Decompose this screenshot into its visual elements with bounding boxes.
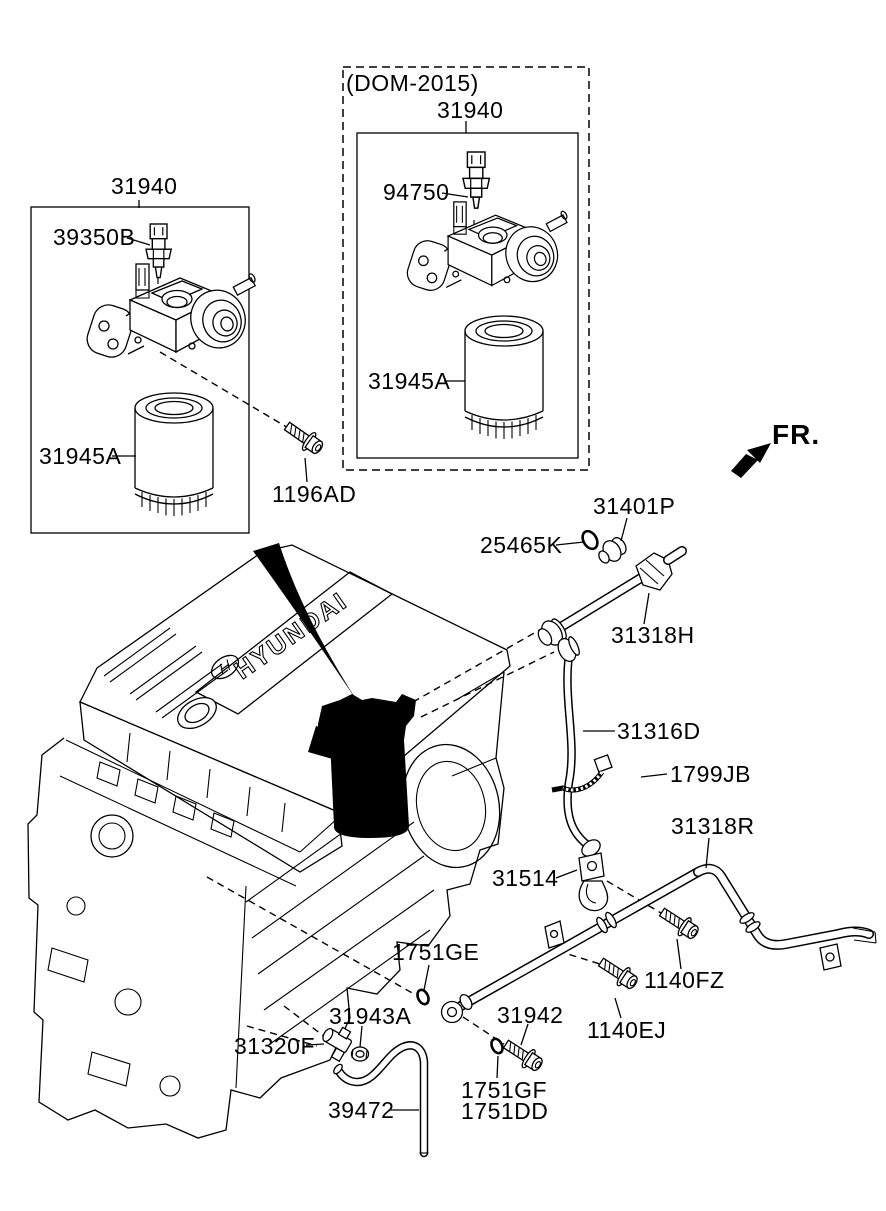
bolt-1140EJ-drawing (594, 952, 642, 994)
callout-31940-dom[interactable]: 31940 (437, 97, 504, 123)
filter-head-drawing-dom (403, 201, 569, 295)
callout-31316D[interactable]: 31316D (617, 718, 701, 744)
fitting-31401P-drawing (598, 537, 627, 564)
callout-25465K[interactable]: 25465K (480, 532, 563, 558)
fr-direction-arrow-icon (731, 443, 771, 478)
cable-tie-1799JB-drawing (551, 754, 613, 793)
inset-caption-dom2015: (DOM-2015) (346, 70, 479, 96)
callout-1196AD[interactable]: 1196AD (272, 481, 357, 507)
fuel-pipes (333, 546, 877, 1158)
hyundai-logo-icon (210, 654, 240, 680)
callout-31318R[interactable]: 31318R (671, 813, 755, 839)
small-parts (280, 416, 703, 1076)
callout-1751GF[interactable]: 1751GF (461, 1077, 548, 1103)
callout-31318H[interactable]: 31318H (611, 622, 695, 648)
callout-31943A[interactable]: 31943A (329, 1003, 412, 1029)
callout-1799JB[interactable]: 1799JB (670, 761, 752, 787)
oring-25465K-drawing (581, 529, 599, 551)
callout-1140FZ[interactable]: 1140FZ (644, 967, 725, 993)
inset-box-left (30, 206, 257, 534)
filter-head-drawing (82, 263, 257, 362)
callout-31945A-left[interactable]: 31945A (39, 443, 122, 469)
filter-cartridge-drawing-dom (464, 315, 544, 440)
oring-1751GF-drawing (490, 1037, 504, 1055)
water-sensor-drawing (145, 223, 172, 279)
callout-39350B[interactable]: 39350B (53, 224, 136, 250)
callout-31942[interactable]: 31942 (497, 1002, 564, 1028)
pressure-sensor-drawing (462, 151, 491, 209)
wedge-pointer (253, 543, 361, 707)
callout-39472[interactable]: 39472 (328, 1097, 395, 1123)
fuel-filter-silhouette (253, 543, 416, 838)
bolt-1196AD-drawing (280, 416, 328, 459)
filter-cartridge-drawing (134, 392, 214, 517)
callout-1140EJ[interactable]: 1140EJ (587, 1017, 667, 1043)
oring-1751GE-drawing (416, 988, 430, 1006)
bolt-31942-drawing (499, 1034, 547, 1076)
callout-31401P[interactable]: 31401P (593, 493, 676, 519)
callout-1751GE[interactable]: 1751GE (392, 939, 480, 965)
callout-leader-lines (112, 121, 710, 1111)
nut-31943A-drawing (350, 1046, 370, 1062)
callout-31945A-dom[interactable]: 31945A (368, 368, 451, 394)
callout-1751DD[interactable]: 1751DD (461, 1098, 549, 1124)
union-31320F-drawing (322, 1026, 353, 1063)
callout-31320F[interactable]: 31320F (234, 1033, 316, 1059)
bracket-31514-drawing (578, 852, 609, 912)
fr-direction-label: FR. (772, 419, 821, 450)
bolt-1140FZ-drawing (655, 902, 703, 944)
inset-box-dom2015 (342, 66, 590, 471)
callout-94750[interactable]: 94750 (383, 179, 450, 205)
callout-31940-left[interactable]: 31940 (111, 173, 178, 199)
assembly-dashed-lines (157, 220, 662, 1047)
callout-31514[interactable]: 31514 (492, 865, 559, 891)
